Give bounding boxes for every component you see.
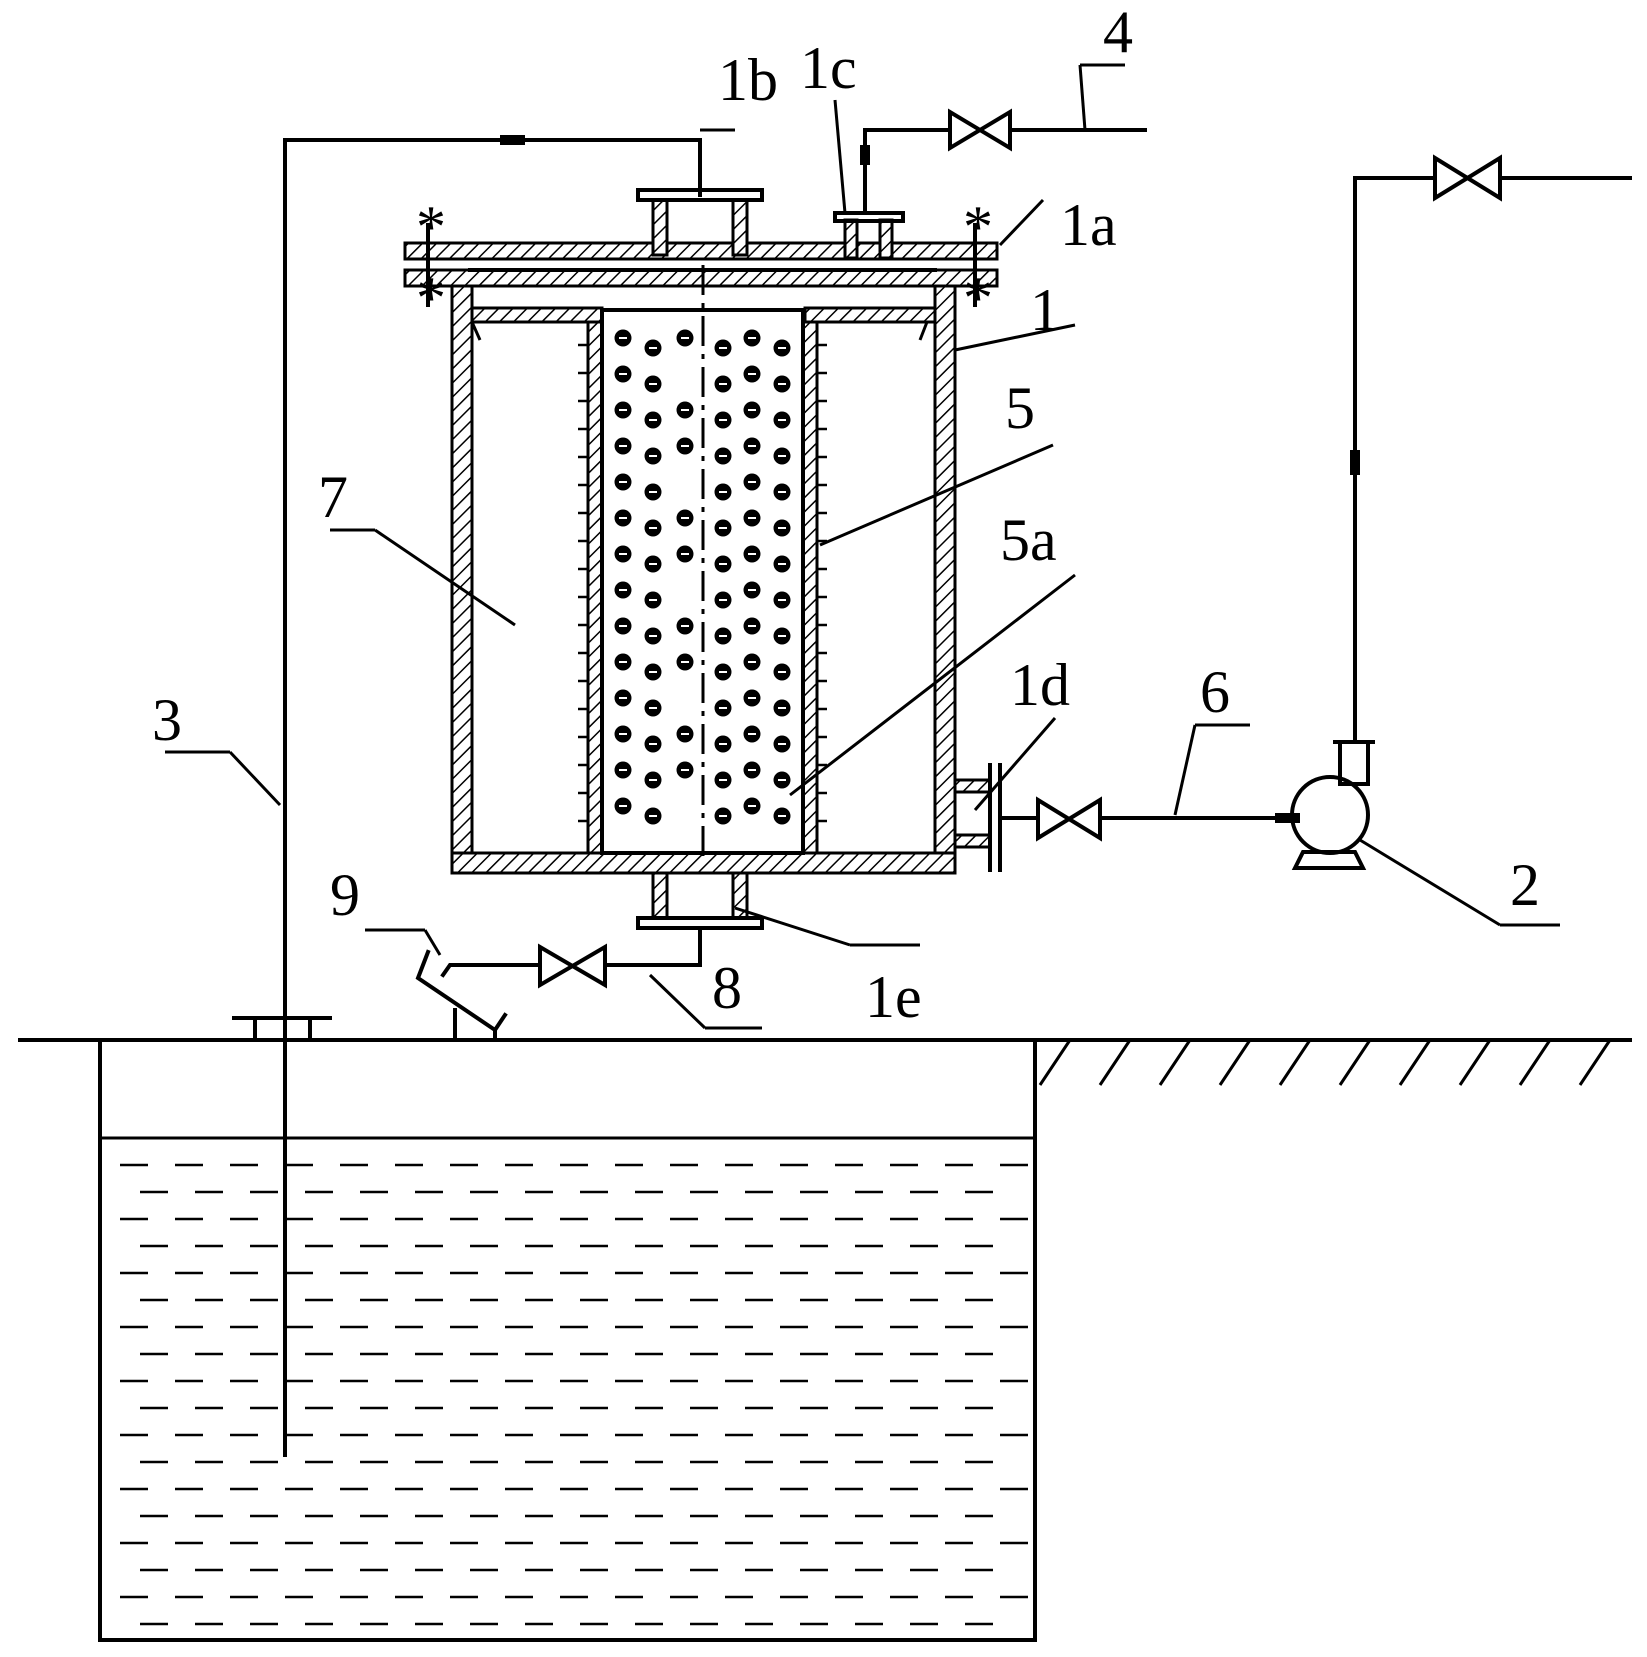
- label-1e: 1e: [865, 964, 922, 1030]
- label-9: 9: [330, 862, 360, 928]
- gas-valve: [948, 108, 1012, 152]
- drain-line: [440, 926, 702, 978]
- label-6: 6: [1200, 659, 1230, 725]
- drain-valve: [538, 943, 607, 989]
- label-3: 3: [152, 687, 182, 753]
- label-1b: 1b: [718, 47, 778, 113]
- pump-line-valve: [1036, 796, 1102, 842]
- label-7: 7: [318, 464, 348, 530]
- label-2: 2: [1510, 852, 1540, 918]
- svg-text:*: *: [963, 265, 993, 331]
- label-1: 1: [1030, 277, 1060, 343]
- label-8: 8: [712, 955, 742, 1021]
- water-surface-dashes: [120, 1163, 1028, 1626]
- leader-lines: [165, 63, 1560, 1030]
- flange-bolt-left: * *: [416, 194, 446, 331]
- filter-element: [578, 265, 827, 860]
- label-1c: 1c: [800, 35, 857, 101]
- label-1a: 1a: [1060, 192, 1117, 258]
- water-tank: [98, 1016, 1037, 1642]
- label-4: 4: [1103, 0, 1133, 65]
- flange-bolt-right: * *: [963, 194, 993, 331]
- label-5a: 5a: [1000, 507, 1057, 573]
- pump: [1290, 740, 1375, 870]
- ground: [18, 1038, 1632, 1086]
- drain-outlet: [415, 949, 508, 1042]
- svg-text:*: *: [416, 194, 446, 260]
- discharge-valve: [1433, 154, 1502, 202]
- svg-text:*: *: [416, 265, 446, 331]
- label-5: 5: [1005, 375, 1035, 441]
- svg-text:*: *: [963, 194, 993, 260]
- suction-pipe: [283, 135, 702, 1457]
- gas-line: [860, 128, 1147, 215]
- pump-discharge-line: [1350, 176, 1632, 744]
- filter-media-beads: [614, 329, 791, 825]
- labels: 1b 1c 4 1a 1 5 5a 1d 6 2 7 3 9 8 1e: [152, 0, 1540, 1030]
- label-1d: 1d: [1010, 652, 1070, 718]
